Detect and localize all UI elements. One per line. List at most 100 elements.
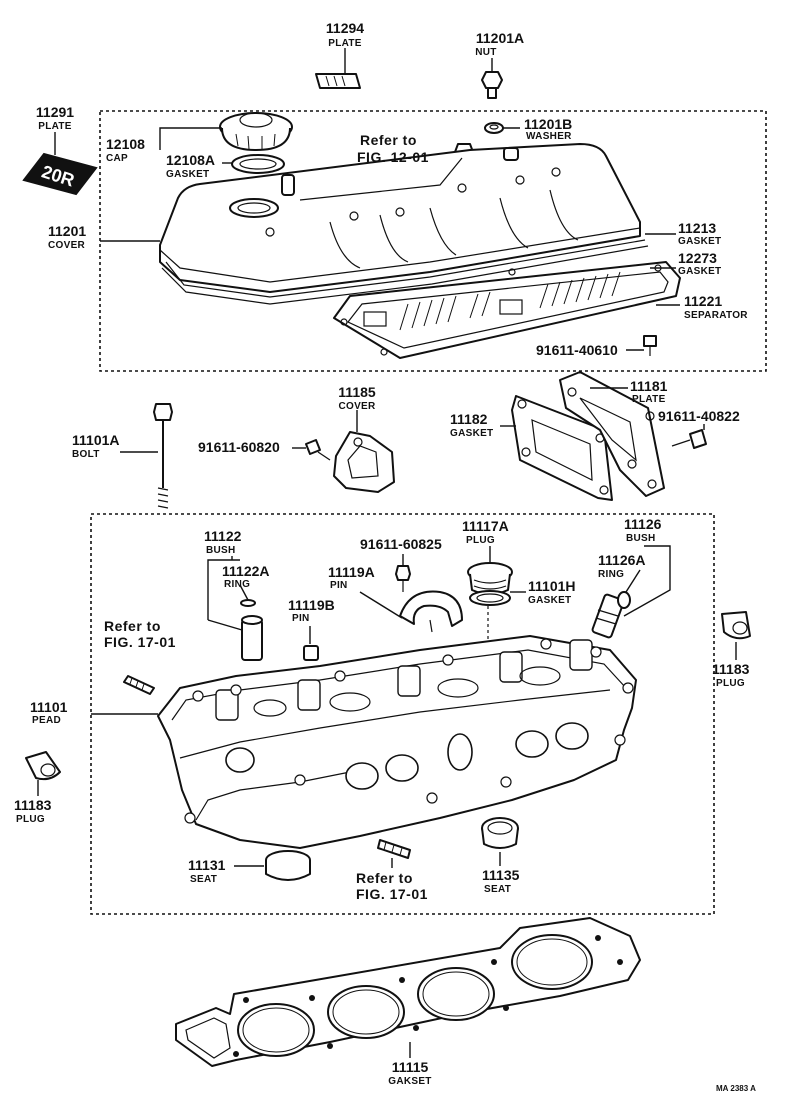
label-11126a-number: 11126A — [598, 552, 646, 568]
cover-11185-shape — [333, 431, 395, 493]
label-11183-right-number: 11183 — [712, 661, 750, 677]
ref1-line1: Refer to — [360, 132, 417, 148]
label-11101-number: 11101 — [30, 699, 68, 715]
label-11213-number: 11213 — [678, 220, 716, 236]
bolt-91611-60825-shape — [395, 565, 411, 592]
drawing-code: MA 2383 A — [716, 1084, 756, 1093]
label-12108a-number: 12108A — [166, 152, 215, 168]
label-12108a-name: GASKET — [166, 169, 209, 180]
label-11213-name: GASKET — [678, 236, 721, 247]
label-11291-name: PLATE — [38, 121, 72, 132]
label-11131-number: 11131 — [188, 857, 226, 873]
nut-11201a-shape — [481, 71, 503, 99]
label-11131-name: SEAT — [190, 874, 217, 885]
label-11185-number: 11185 — [338, 384, 376, 400]
label-11119b-name: PIN — [292, 613, 310, 624]
label-11294-number: 11294 — [326, 20, 364, 36]
label-11122-number: 11122 — [204, 528, 242, 544]
label-11201-number: 11201 — [48, 223, 86, 239]
head-assembly-box — [90, 513, 715, 915]
label-11183-left-name: PLUG — [16, 814, 45, 825]
bolt-91611-40610-shape — [643, 335, 657, 356]
label-11201b-number: 11201B — [524, 116, 572, 132]
label-11221-number: 11221 — [684, 293, 722, 309]
plate-11181-shape — [559, 371, 665, 497]
cylinder-head-11101-shape — [157, 635, 637, 849]
label-11117a-number: 11117A — [462, 518, 509, 534]
pin-11119b-shape — [303, 645, 319, 661]
label-12108-number: 12108 — [106, 136, 145, 152]
label-11126a-name: RING — [598, 569, 624, 580]
seat-11131-shape — [265, 850, 311, 881]
label-11119a-number: 11119A — [328, 564, 375, 580]
seat-11135-shape — [481, 817, 519, 849]
label-11115-name: GAKSET — [388, 1076, 431, 1087]
emblem-plate-11291: 20R — [22, 152, 98, 196]
gasket-11101h-shape — [469, 590, 511, 606]
ref2-line1: Refer to — [104, 618, 161, 634]
ref3-line1: Refer to — [356, 870, 413, 886]
bush-11122-shape — [241, 615, 263, 661]
label-11135-name: SEAT — [484, 884, 511, 895]
label-11181-number: 11181 — [630, 378, 668, 394]
ref3-line2: FIG. 17-01 — [356, 886, 428, 902]
label-11122a-number: 11122A — [222, 563, 270, 579]
oil-cap-12108-shape — [219, 112, 293, 151]
washer-11201b-shape — [484, 122, 504, 134]
label-11183-left-number: 11183 — [14, 797, 52, 813]
label-11201a-number: 11201A — [476, 30, 524, 46]
label-91611-60825: 91611-60825 — [360, 536, 442, 552]
ref2-line2: FIG. 17-01 — [104, 634, 176, 650]
label-11101h-number: 11101H — [528, 578, 576, 594]
label-12273-name: GASKET — [678, 266, 721, 277]
label-11201a-name: NUT — [475, 47, 496, 58]
label-11182-number: 11182 — [450, 411, 488, 427]
label-11101h-name: GASKET — [528, 595, 571, 606]
label-11101-name: PEAD — [32, 715, 61, 726]
label-11122a-name: RING — [224, 579, 250, 590]
label-11126-name: BUSH — [626, 533, 656, 544]
stud-upper-left — [123, 675, 155, 695]
label-11201b-name: WASHER — [526, 131, 572, 142]
head-bolt-11101a-shape — [153, 403, 173, 509]
label-91611-40822: 91611-40822 — [658, 408, 740, 424]
plug-11117a-shape — [467, 562, 513, 595]
label-91611-60820: 91611-60820 — [198, 439, 280, 455]
plate-11294-shape — [315, 73, 361, 89]
valve-cover-11201-shape — [159, 143, 649, 305]
label-11294-name: PLATE — [328, 38, 362, 49]
label-11119b-number: 11119B — [288, 597, 335, 613]
ring-11122a-shape — [240, 599, 256, 607]
stud-lower — [377, 839, 411, 859]
label-11183-right-name: PLUG — [716, 678, 745, 689]
head-gasket-11115-shape — [175, 917, 641, 1067]
plug-11183-right-shape — [721, 611, 751, 640]
pin-11119a-shape — [399, 590, 463, 633]
label-11122-name: BUSH — [206, 545, 236, 556]
label-11185-name: COVER — [338, 401, 376, 412]
bolt-91611-60820-shape — [305, 439, 331, 461]
label-11117a-name: PLUG — [466, 535, 495, 546]
label-12273-number: 12273 — [678, 250, 717, 266]
label-11201-name: COVER — [48, 240, 86, 251]
label-11119a-name: PIN — [330, 580, 348, 591]
ring-11126a-shape — [617, 591, 631, 609]
plug-11183-left-shape — [25, 751, 61, 781]
bolt-91611-40822-shape — [671, 429, 707, 449]
label-11181-name: PLATE — [632, 394, 666, 405]
label-91611-40610: 91611-40610 — [536, 342, 618, 358]
label-11101a-name: BOLT — [72, 449, 100, 460]
label-11221-name: SEPARATOR — [684, 310, 748, 321]
label-11126-number: 11126 — [624, 516, 662, 532]
label-11115-number: 11115 — [392, 1059, 429, 1075]
gasket-12108a-shape — [231, 154, 285, 174]
separator-11221-shape — [333, 261, 681, 359]
label-11135-number: 11135 — [482, 867, 520, 883]
ref1-line2: FIG. 12-01 — [357, 149, 429, 165]
label-11182-name: GASKET — [450, 428, 493, 439]
bush-11126-shape — [591, 593, 625, 639]
label-12108-name: CAP — [106, 153, 128, 164]
label-11291-number: 11291 — [36, 104, 74, 120]
label-11101a-number: 11101A — [72, 432, 120, 448]
